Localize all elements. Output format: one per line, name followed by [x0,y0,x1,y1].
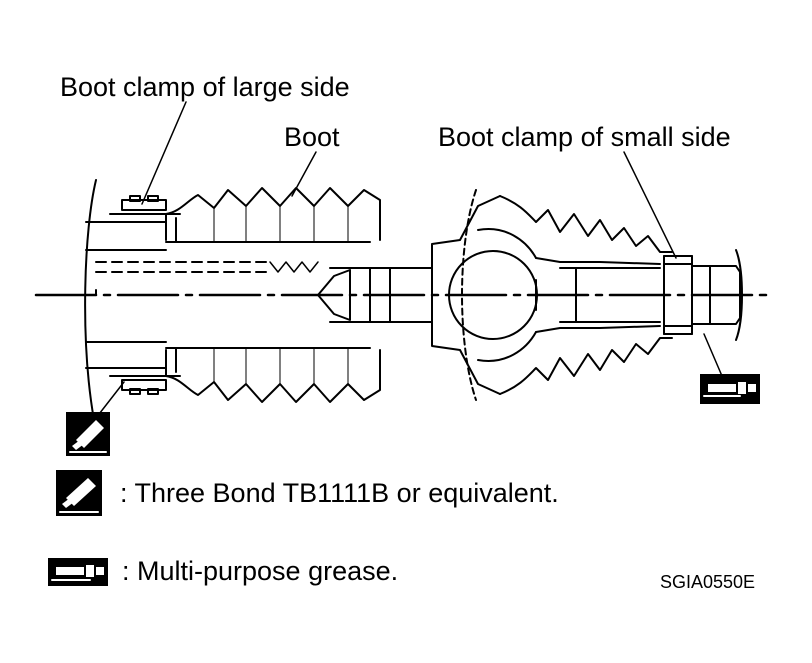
leader-grease [703,333,723,377]
label-boot-clamp-large: Boot clamp of large side [60,72,350,102]
shaft-end [691,265,741,325]
label-boot-clamp-small: Boot clamp of small side [438,122,731,152]
boot-small-bellows-bottom [499,337,673,395]
legend-sealant-tube-icon [56,470,102,516]
leader-small-clamp [623,151,677,259]
legend-sealant-text: : Three Bond TB1111B or equivalent. [120,478,559,508]
leader-large-clamp [141,101,187,205]
legend-grease-gun-icon [48,558,108,586]
sealant-tube-icon [66,412,110,456]
figure-code: SGIA0550E [660,572,756,592]
grease-gun-icon [700,374,760,404]
large-clamp-bottom [109,375,181,395]
housing-left-edge [84,179,97,421]
legend-grease-text: : Multi-purpose grease. [122,556,399,586]
joint-housing-bottom [431,267,501,395]
leader-boot [291,151,317,197]
small-clamp [663,255,693,335]
label-boot: Boot [284,122,340,152]
bellows-ribs [213,205,349,385]
boot-small-bellows-top [499,195,673,253]
